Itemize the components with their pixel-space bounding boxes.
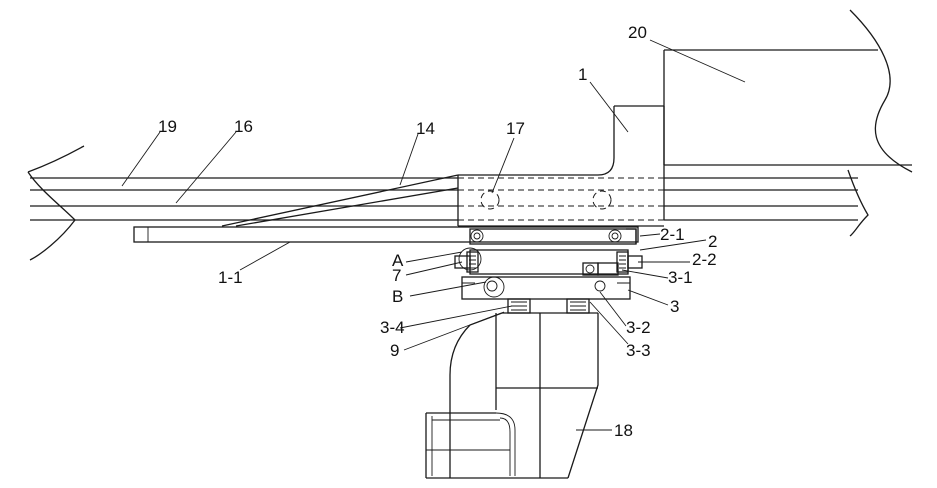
label-2-2: 2-2 — [692, 250, 717, 269]
label-18: 18 — [614, 421, 633, 440]
label-2: 2 — [708, 232, 717, 251]
label-1-1: 1-1 — [218, 268, 243, 287]
rail-assembly — [28, 146, 868, 260]
label-3: 3 — [670, 297, 679, 316]
label-7: 7 — [392, 266, 401, 285]
label-1: 1 — [578, 65, 587, 84]
part-14-strut — [222, 175, 458, 226]
label-19: 19 — [158, 117, 177, 136]
label-9: 9 — [390, 341, 399, 360]
part-3-block — [462, 277, 630, 299]
part-18-housing — [426, 313, 598, 478]
label-3-3: 3-3 — [626, 341, 651, 360]
label-16: 16 — [234, 117, 253, 136]
part-2-block — [455, 250, 642, 275]
part-20-body — [664, 10, 912, 172]
label-3-2: 3-2 — [626, 318, 651, 337]
label-2-1: 2-1 — [660, 225, 685, 244]
label-20: 20 — [628, 23, 647, 42]
leader-lines — [122, 40, 745, 430]
label-14: 14 — [416, 119, 435, 138]
label-17: 17 — [506, 119, 525, 138]
callout-labels: 20 1 19 16 14 17 2-1 2 A 2-2 7 3-1 1-1 B… — [158, 23, 717, 440]
part-3-4-nuts — [508, 299, 589, 313]
label-3-1: 3-1 — [668, 268, 693, 287]
part-1-bracket — [458, 106, 664, 226]
label-b: B — [392, 287, 403, 306]
label-3-4: 3-4 — [380, 318, 405, 337]
